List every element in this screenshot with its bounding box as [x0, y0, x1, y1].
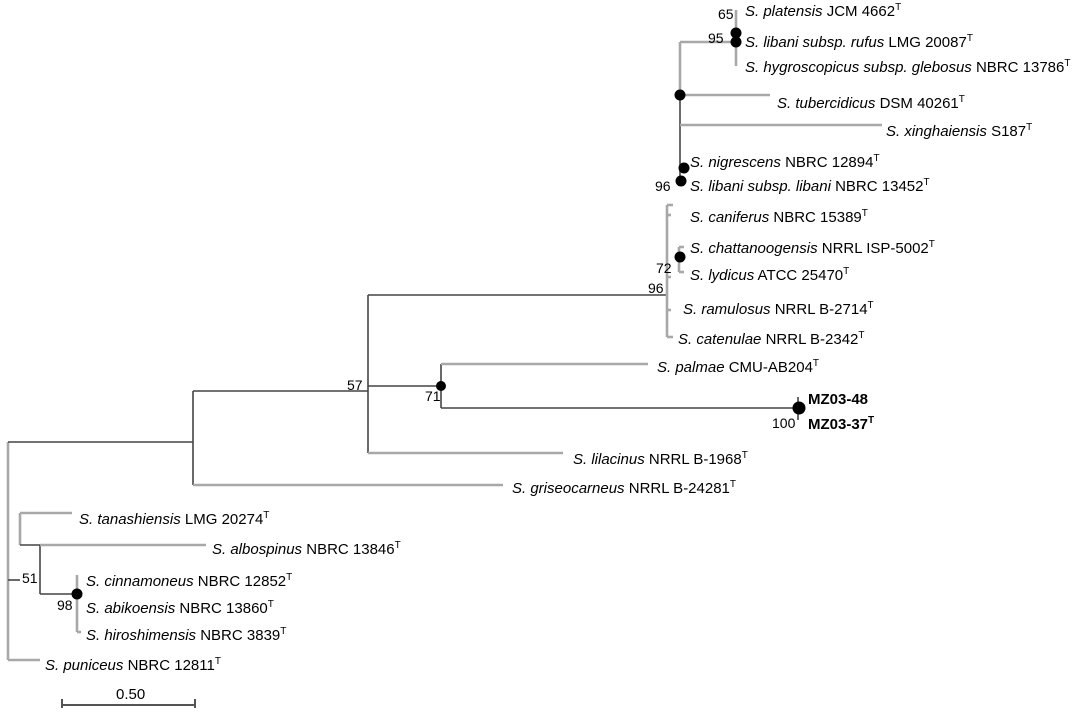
- taxon-label-catenulae: S. catenulae NRRL B-2342T: [678, 330, 865, 348]
- taxon-label-ramulosus: S. ramulosus NRRL B-2714T: [683, 300, 874, 318]
- bootstrap-value: 65: [718, 6, 734, 22]
- bootstrap-value: 96: [655, 178, 671, 194]
- node-dot: [675, 175, 687, 187]
- bootstrap-value: 96: [648, 280, 664, 296]
- bootstrap-value: 57: [347, 377, 363, 393]
- bootstrap-value: 72: [656, 260, 672, 276]
- node-dot: [730, 27, 742, 39]
- taxon-label-chattanoogensis: S. chattanoogensis NRRL ISP-5002T: [690, 239, 935, 257]
- taxon-label-mz03-37: MZ03-37T: [808, 415, 874, 433]
- scale-bar-label: 0.50: [116, 686, 145, 703]
- taxon-label-cinnamoneus: S. cinnamoneus NBRC 12852T: [86, 572, 292, 590]
- bootstrap-value: 71: [425, 388, 441, 404]
- bootstrap-value: 95: [708, 30, 724, 46]
- taxon-label-libani-libani: S. libani subsp. libani NBRC 13452T: [690, 177, 930, 195]
- taxon-label-lilacinus: S. lilacinus NRRL B-1968T: [573, 450, 748, 468]
- taxon-label-xinghaiensis: S. xinghaiensis S187T: [886, 122, 1032, 140]
- taxon-label-hygroscopicus: S. hygroscopicus subsp. glebosus NBRC 13…: [745, 58, 1070, 76]
- tree-branches: [6, 10, 882, 662]
- node-dot: [678, 162, 690, 174]
- bootstrap-value: 51: [22, 570, 38, 586]
- taxon-labels: S. platensis JCM 4662T S. libani subsp. …: [45, 2, 1070, 674]
- node-dot: [674, 251, 686, 263]
- taxon-label-lydicus: S. lydicus ATCC 25470T: [690, 266, 849, 284]
- taxon-label-libani-rufus: S. libani subsp. rufus LMG 20087T: [745, 33, 973, 51]
- taxon-label-abikoensis: S. abikoensis NBRC 13860T: [86, 599, 274, 617]
- taxon-label-griseocarneus: S. griseocarneus NRRL B-24281T: [512, 479, 736, 497]
- node-markers: [71, 27, 806, 600]
- node-dot: [730, 36, 742, 48]
- taxon-label-platensis: S. platensis JCM 4662T: [745, 2, 901, 20]
- bootstrap-value: 98: [57, 597, 73, 613]
- taxon-label-nigrescens: S. nigrescens NBRC 12894T: [690, 153, 880, 171]
- node-dot: [436, 381, 446, 391]
- taxon-label-puniceus: S. puniceus NBRC 12811T: [45, 656, 221, 674]
- taxon-label-tanashiensis: S. tanashiensis LMG 20274T: [79, 510, 269, 528]
- taxon-label-palmae: S. palmae CMU-AB204T: [657, 358, 819, 376]
- bootstrap-value: 100: [772, 415, 796, 431]
- taxon-label-hiroshimensis: S. hiroshimensis NBRC 3839T: [86, 626, 286, 644]
- taxon-label-caniferus: S. caniferus NBRC 15389T: [690, 208, 868, 226]
- taxon-label-tubercidicus: S. tubercidicus DSM 40261T: [777, 94, 965, 112]
- bootstrap-values: 65 95 96 72 96 57 71 100 51 98: [22, 6, 796, 613]
- taxon-label-mz03-48: MZ03-48: [808, 391, 868, 408]
- taxon-label-albospinus: S. albospinus NBRC 13846T: [212, 540, 401, 558]
- scale-bar: 0.50: [61, 686, 196, 708]
- node-dot: [674, 89, 686, 101]
- node-dot: [792, 401, 806, 415]
- node-dot: [71, 588, 83, 600]
